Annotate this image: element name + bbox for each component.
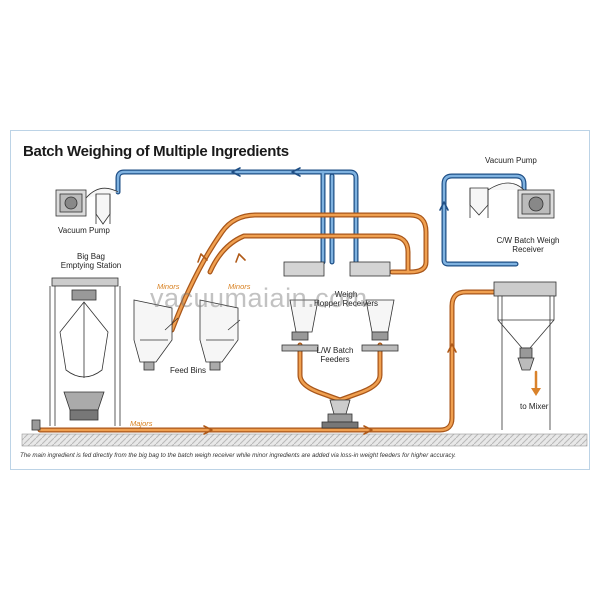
feed-bin-1: [133, 299, 179, 371]
label-weigh-line1: Weigh: [334, 290, 358, 299]
label-big-bag: Big Bag Emptying Station: [58, 252, 124, 270]
label-minors-2: Minors: [228, 282, 251, 291]
label-to-mixer: to Mixer: [520, 402, 549, 411]
material-flow-arrow: [235, 253, 246, 263]
big-bag-station: [31, 277, 121, 431]
label-lw-line2: Feeders: [320, 355, 350, 364]
weigh-hopper-receiver-1: [281, 261, 325, 352]
feed-bin-2: [199, 299, 241, 371]
vacuum-flow-arrow: [439, 201, 449, 211]
cw-batch-weigh-receiver: [493, 281, 557, 430]
label-weigh-line2: Hopper Receivers: [314, 299, 379, 308]
label-big-bag-line1: Big Bag: [76, 252, 106, 261]
label-majors: Majors: [130, 419, 153, 428]
collection-hopper: [321, 399, 359, 429]
vacuum-flow-arrow: [231, 167, 241, 177]
material-flow-arrow: [197, 253, 208, 263]
label-minors-1: Minors: [157, 282, 180, 291]
label-vacuum-pump-right: Vacuum Pump: [485, 156, 537, 165]
material-flow-arrow: [203, 425, 213, 435]
equipment: [31, 182, 557, 431]
label-cw-line1: C/W Batch Weigh: [496, 236, 560, 245]
vacuum-pump-left: [55, 187, 119, 225]
floor: [21, 433, 588, 447]
material-flow-arrow: [447, 343, 457, 353]
label-lw-feeders: L/W Batch Feeders: [310, 346, 360, 364]
vacuum-lines: [115, 167, 527, 267]
vacuum-flow-arrow: [291, 167, 301, 177]
label-feed-bins: Feed Bins: [170, 366, 207, 375]
watermark: vacuumaiain.com: [150, 283, 368, 313]
weigh-hopper-receiver-2: [349, 261, 399, 352]
to-mixer-arrowhead: [531, 388, 541, 396]
label-cw-receiver: C/W Batch Weigh Receiver: [488, 236, 568, 254]
vacuum-pump-right: [469, 182, 555, 219]
diagram-title: Batch Weighing of Multiple Ingredients: [23, 143, 289, 160]
label-cw-line2: Receiver: [512, 245, 544, 254]
diagram-caption: The main ingredient is fed directly from…: [20, 452, 456, 459]
label-vacuum-pump-left: Vacuum Pump: [58, 226, 110, 235]
material-lines: [37, 212, 541, 435]
label-lw-line1: L/W Batch: [316, 346, 354, 355]
label-weigh-hoppers: Weigh Hopper Receivers: [314, 290, 378, 308]
label-big-bag-line2: Emptying Station: [60, 261, 122, 270]
material-flow-arrow: [363, 425, 373, 435]
